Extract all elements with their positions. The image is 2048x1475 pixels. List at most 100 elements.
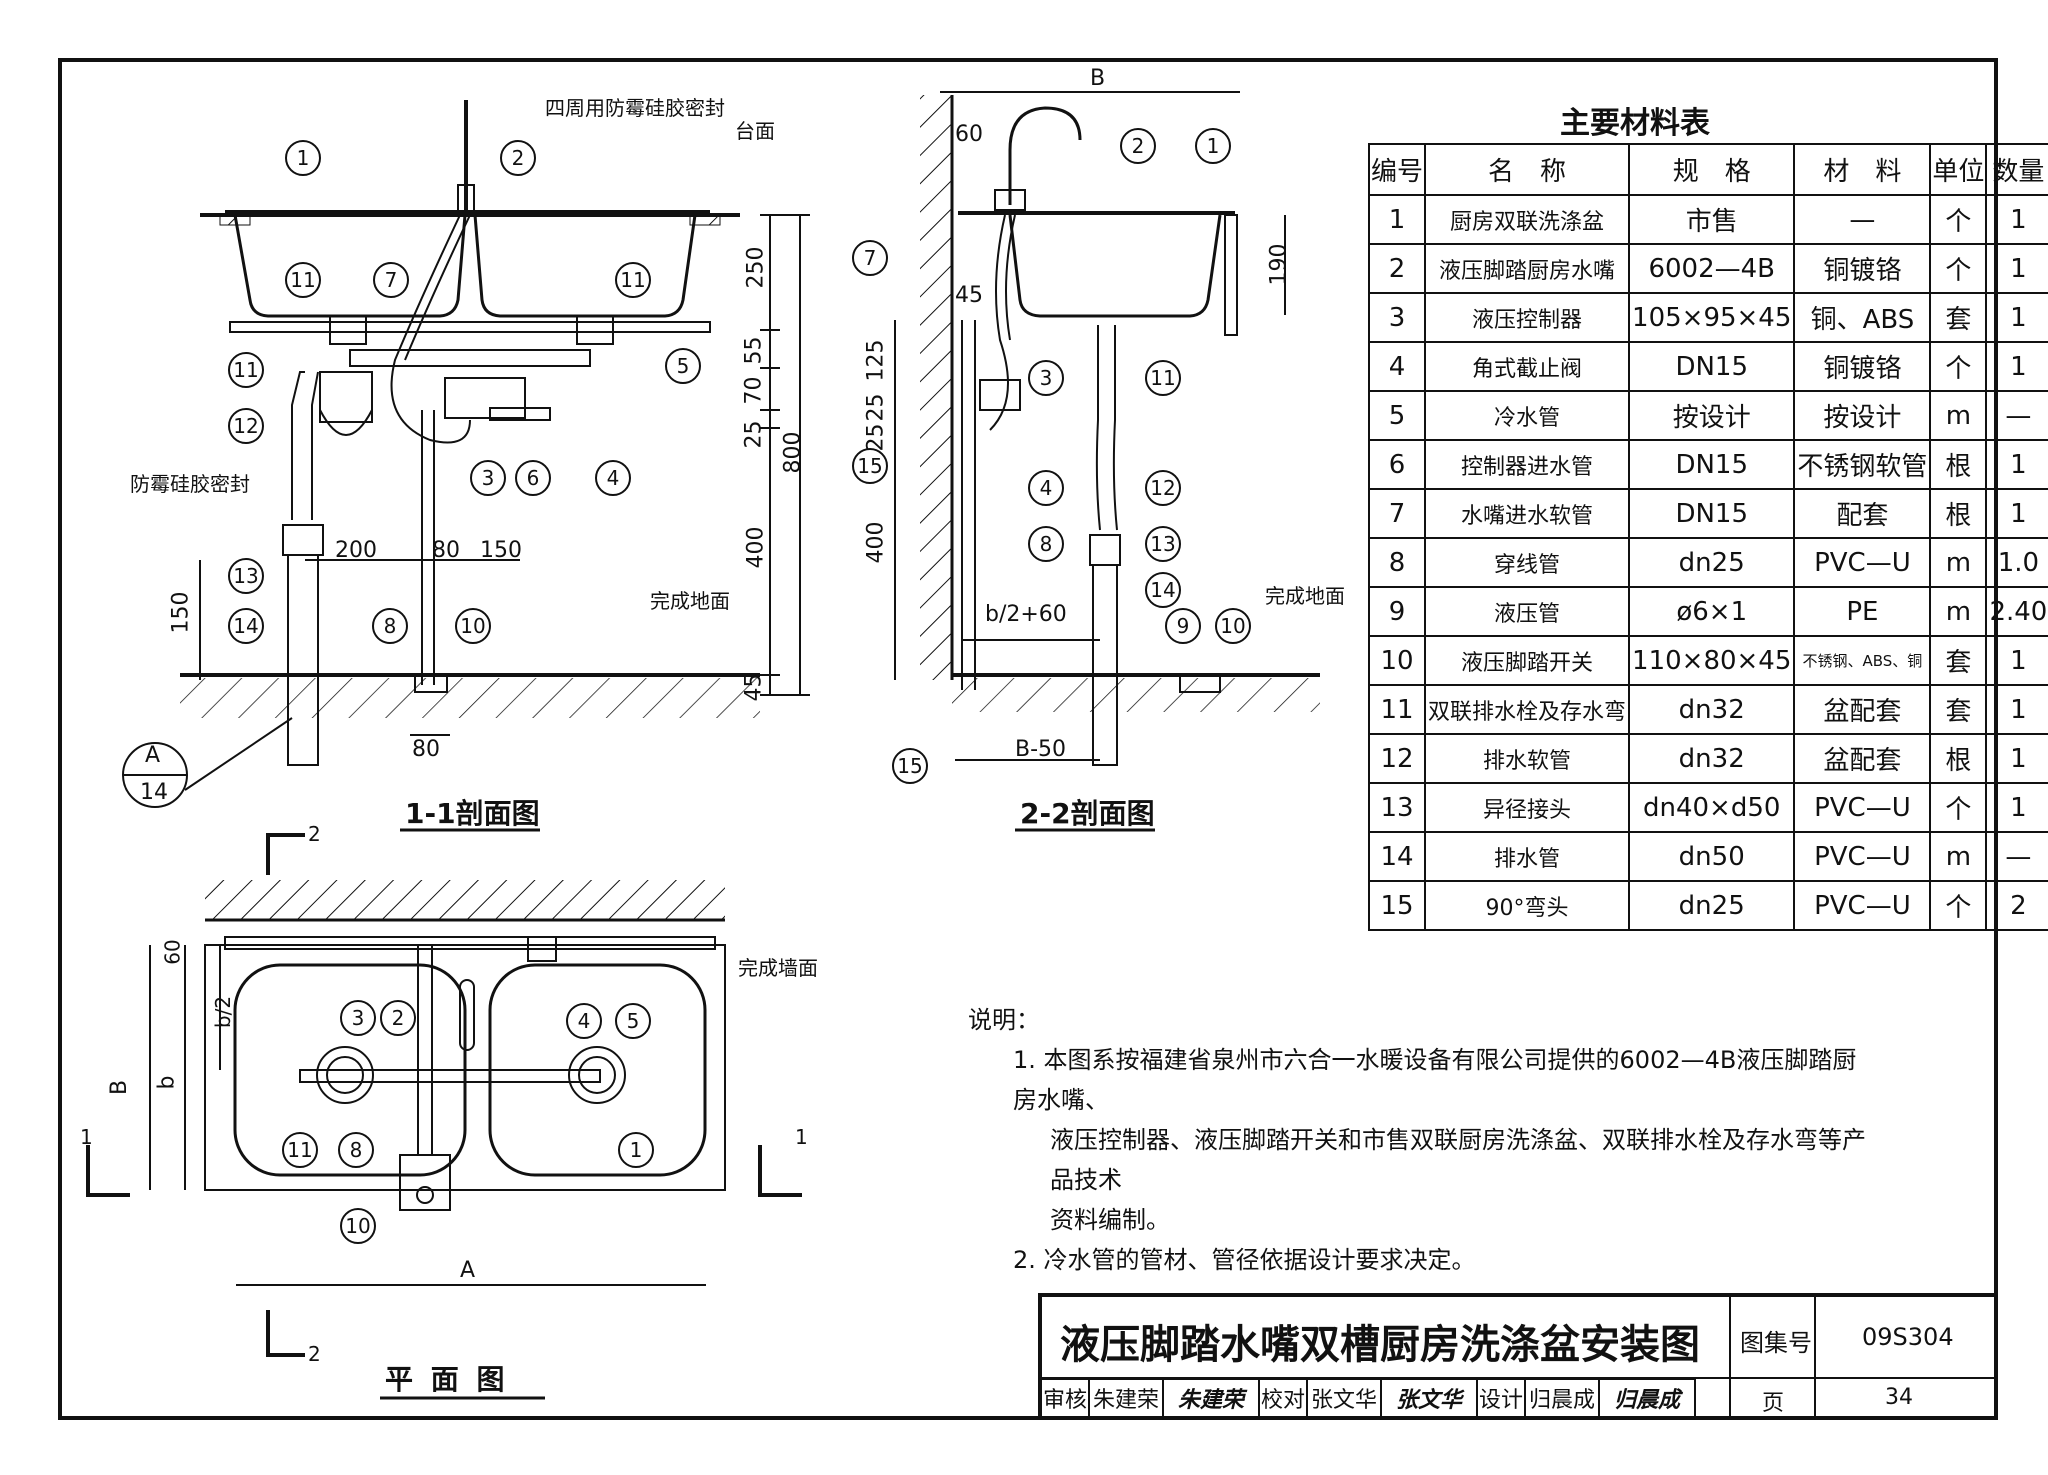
cell-no: 13 — [1367, 782, 1427, 833]
plan-title: 平 面 图 — [385, 1363, 509, 1396]
cell-qty: 1 — [1985, 194, 2048, 245]
note-wall: 完成墙面 — [738, 956, 818, 980]
callout-2-1: 1 — [1195, 128, 1231, 164]
cell-no: 5 — [1367, 390, 1427, 441]
cell-material: PVC—U — [1793, 880, 1932, 931]
dim-125: 125 — [863, 339, 889, 382]
cell-material: 按设计 — [1793, 390, 1932, 441]
cell-no: 14 — [1367, 831, 1427, 882]
plan-dim-A: A — [460, 1258, 476, 1283]
dim-80-bottom: 80 — [412, 737, 440, 762]
callout-2-11: 11 — [1145, 360, 1181, 396]
note-line-3: 资料编制。 — [1050, 1206, 1170, 1234]
note-line-2: 液压控制器、液压脚踏开关和市售双联厨房洗涤盆、双联排水栓及存水弯等产品技术 — [1050, 1126, 1866, 1194]
materials-header-row: 编号 名 称 规 格 材 料 单位 数量 — [1367, 143, 2048, 196]
callout-1-11c: 11 — [228, 352, 264, 388]
col-header-material: 材 料 — [1793, 143, 1932, 196]
cell-qty: 1 — [1985, 488, 2048, 539]
cell-spec: DN15 — [1628, 439, 1796, 490]
cell-spec: DN15 — [1628, 341, 1796, 392]
cell-name: 厨房双联洗涤盆 — [1424, 194, 1631, 245]
plan-dim-b: b — [154, 1075, 180, 1090]
note-floor-1: 完成地面 — [650, 589, 730, 613]
section-2-2-title: 2-2剖面图 — [1020, 797, 1155, 830]
section-mark-1-left: 1 — [80, 1125, 93, 1149]
cell-unit: m — [1929, 390, 1988, 441]
cell-name: 控制器进水管 — [1424, 439, 1631, 490]
reviewer-name: 朱建荣 — [1088, 1378, 1165, 1418]
note-line-4: 2. 冷水管的管材、管径依据设计要求决定。 — [1013, 1246, 1476, 1274]
callout-1-5: 5 — [665, 348, 701, 384]
cell-no: 12 — [1367, 733, 1427, 784]
cell-material: — — [1793, 194, 1932, 245]
cell-unit: 个 — [1929, 341, 1988, 392]
cell-spec: 6002—4B — [1628, 243, 1796, 294]
callout-2-7: 7 — [852, 240, 888, 276]
check-label: 校对 — [1258, 1378, 1309, 1418]
callout-1-12: 12 — [228, 408, 264, 444]
cell-material: PE — [1793, 586, 1932, 637]
cell-spec: dn32 — [1628, 684, 1796, 735]
cell-no: 4 — [1367, 341, 1427, 392]
cell-material: PVC—U — [1793, 831, 1932, 882]
note-countertop: 台面 — [735, 119, 775, 143]
cell-material: 盆配套 — [1793, 733, 1932, 784]
callout-1-2: 2 — [500, 140, 536, 176]
col-header-unit: 单位 — [1929, 143, 1988, 196]
dim-190: 190 — [1266, 243, 1292, 286]
dim-b2-60: b/2+60 — [985, 602, 1067, 627]
callout-1-1: 1 — [285, 140, 321, 176]
review-label: 审核 — [1039, 1378, 1091, 1418]
col-header-qty: 数量 — [1985, 143, 2048, 196]
cell-spec: dn32 — [1628, 733, 1796, 784]
cell-unit: 个 — [1929, 880, 1988, 931]
designer-name: 归晨成 — [1524, 1378, 1601, 1418]
callout-1-6: 6 — [515, 460, 551, 496]
detail-ref-top: A — [145, 743, 161, 768]
cell-material: 不锈钢、ABS、铜 — [1793, 635, 1932, 686]
callout-1-11b: 11 — [615, 262, 651, 298]
callout-2-4: 4 — [1028, 470, 1064, 506]
cell-unit: 个 — [1929, 243, 1988, 294]
cell-unit: m — [1929, 586, 1988, 637]
atlas-label: 图集号 — [1740, 1329, 1812, 1357]
plan-callout-8: 8 — [338, 1132, 374, 1168]
cell-unit: 个 — [1929, 782, 1988, 833]
cell-unit: 根 — [1929, 439, 1988, 490]
cell-qty: 1 — [1985, 439, 2048, 490]
title-block-frame — [1038, 1293, 1998, 1420]
dim-55: 55 — [741, 336, 767, 365]
callout-2-9: 9 — [1165, 608, 1201, 644]
cell-material: 铜、ABS — [1793, 292, 1932, 343]
cell-qty: 1 — [1985, 635, 2048, 686]
callout-1-11a: 11 — [285, 262, 321, 298]
cell-no: 1 — [1367, 194, 1427, 245]
note-line-1: 1. 本图系按福建省泉州市六合一水暖设备有限公司提供的6002—4B液压脚踏厨房… — [1013, 1046, 1857, 1114]
plan-callout-10: 10 — [340, 1208, 376, 1244]
dim-45-22: 45 — [955, 283, 983, 308]
cell-spec: 110×80×45 — [1628, 635, 1796, 686]
cell-no: 6 — [1367, 439, 1427, 490]
cell-material: 铜镀铬 — [1793, 341, 1932, 392]
callout-2-14: 14 — [1145, 572, 1181, 608]
plan-callout-2: 2 — [380, 1000, 416, 1036]
cell-spec: 按设计 — [1628, 390, 1796, 441]
callout-2-10: 10 — [1215, 608, 1251, 644]
plan-dim-b2: b/2 — [211, 995, 236, 1029]
cell-no: 3 — [1367, 292, 1427, 343]
dim-B-50: B-50 — [1015, 737, 1067, 762]
dim-25: 25 — [741, 420, 767, 449]
dim-150-left: 150 — [168, 591, 194, 634]
atlas-number: 09S304 — [1862, 1323, 1954, 1351]
